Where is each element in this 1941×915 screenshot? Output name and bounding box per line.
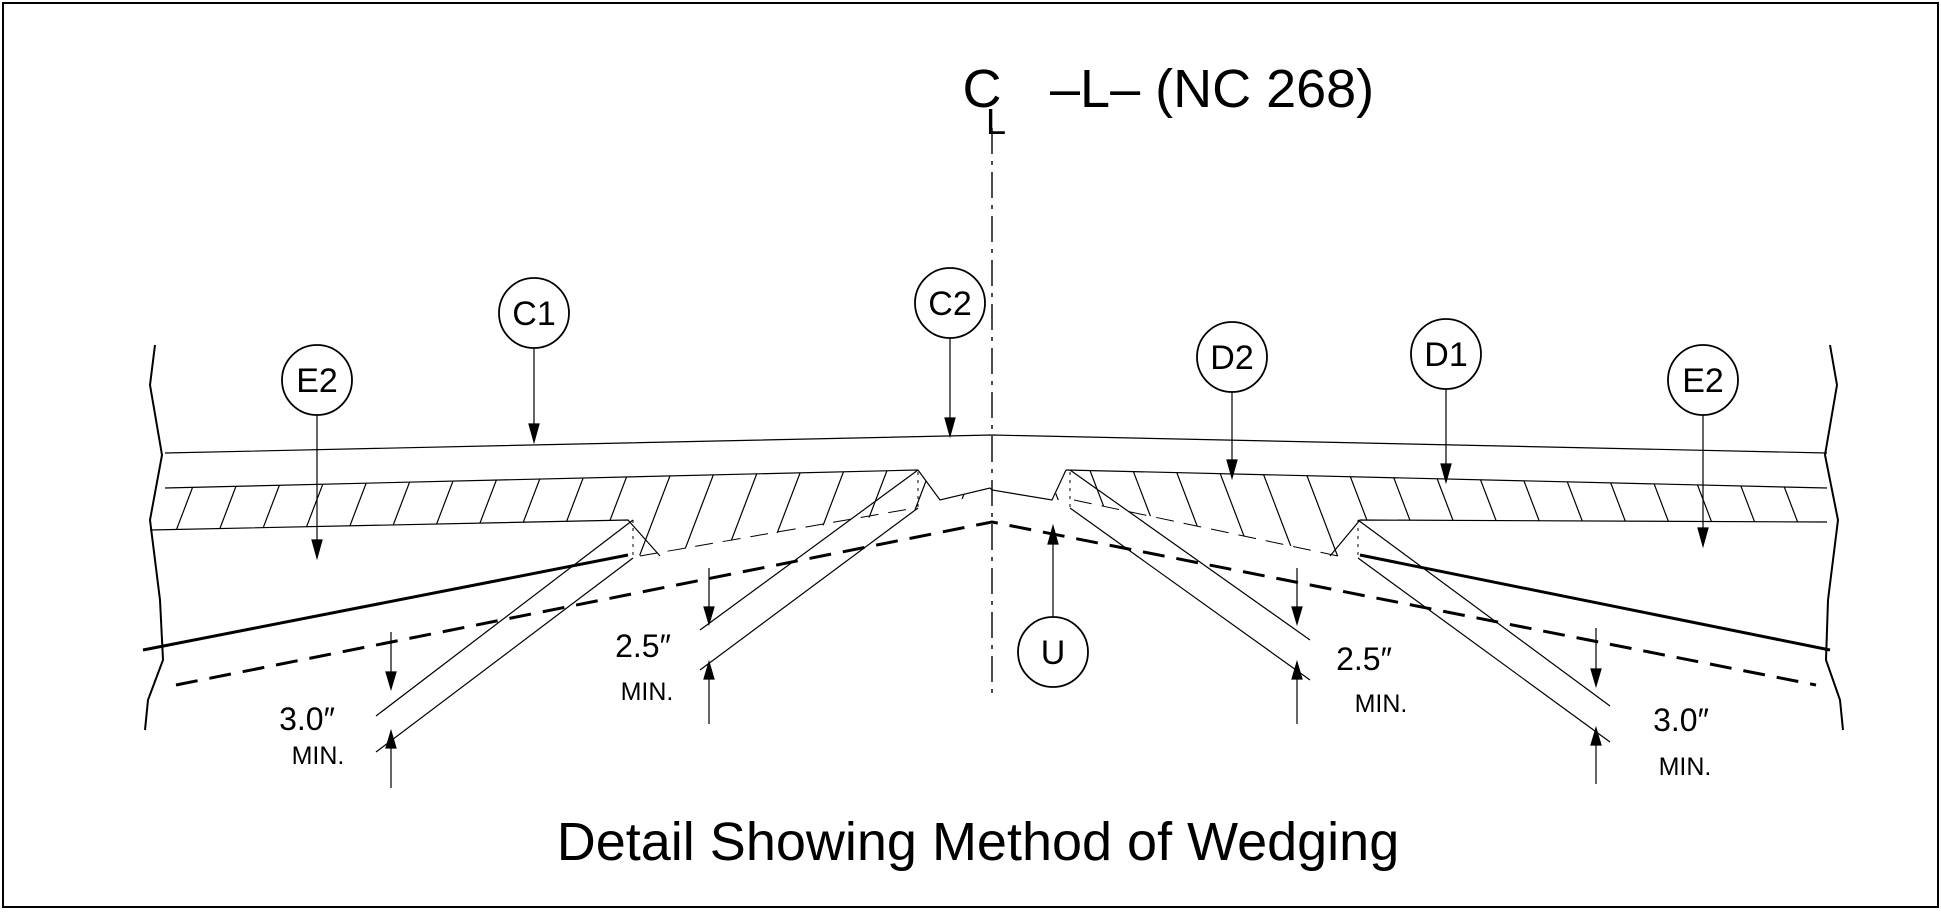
dim-left-outer-value: 3.0″ [279,701,335,737]
callout-d1: D1 [1410,318,1482,390]
dim-left-inner-note: MIN. [621,678,674,706]
hatch-line [291,470,333,556]
dim-left-inner-value: 2.5″ [615,628,671,664]
dim-right-inner-note: MIN. [1355,690,1408,718]
hatch-line [635,470,677,556]
hatch-line [979,470,992,556]
hatch-line [334,470,376,556]
hatch-line [1601,470,1643,556]
dim-left-outer-note: MIN. [292,742,345,770]
hatch-line [1085,470,1127,556]
milled-line [175,520,1817,687]
wedge-left-bottom [149,519,661,557]
callout-label: E2 [296,362,338,400]
callout-label: D2 [1210,339,1253,377]
hatch-line [420,470,462,556]
dim-right-inner-value: 2.5″ [1336,641,1392,677]
hatch-line [1000,460,1040,565]
hatch-line [1558,470,1600,556]
hatch-line [549,470,591,556]
hatch-line [506,470,548,556]
wedge-guide-right [1073,499,1339,557]
hatch-line [936,470,978,556]
hatch-line [248,470,290,556]
hatch-line [1687,470,1729,556]
hatch-line [1343,470,1385,556]
hatch-line [678,470,720,556]
hatch-line [162,470,204,556]
hatch-line [1773,470,1815,556]
callout-e2-right: E2 [1667,344,1739,416]
hatch-line [1515,470,1557,556]
finished-surface [164,434,1828,454]
hatch-line [1386,470,1428,556]
callout-c2: C2 [914,267,986,339]
hatch-line [377,470,419,556]
hatch-line [764,470,806,556]
callout-label: D1 [1424,336,1467,374]
dimension-arrows [385,568,1602,788]
callout-label: C2 [928,285,971,323]
hatch-line [1429,470,1471,556]
callout-leaders [311,338,1709,617]
hatch-line [592,470,634,556]
dim-right-outer-value: 3.0″ [1653,702,1709,738]
hatch-line [1730,470,1772,556]
layer-top-left [164,469,919,489]
centerline-symbol: C L [963,59,1007,142]
crown-notch [917,469,1067,501]
existing-surface-right [1359,553,1831,652]
existing-surface-left [142,553,629,652]
callout-d2: D2 [1196,321,1268,393]
route-label: –L– (NC 268) [1050,59,1374,119]
break-line-left [144,344,165,731]
hatch-line [1644,470,1686,556]
cl-glyph-l: L [986,101,1006,142]
cl-glyph-c: C [963,59,1002,119]
dim-right-outer-note: MIN. [1659,753,1712,781]
callout-c1: C1 [498,277,570,349]
hatch-line [807,470,849,556]
hatch-line [463,470,505,556]
wedge-guide-left [639,507,916,557]
hatch-line [1171,470,1213,556]
hatch-line [1300,470,1342,556]
hatch-line [721,470,763,556]
hatch-line [893,470,935,556]
hatch-left [150,470,992,556]
callout-label: C1 [512,295,555,333]
hatch-line [1472,470,1514,556]
detail-caption: Detail Showing Method of Wedging [557,812,1400,872]
callout-u: U [1017,616,1089,688]
hatch-line [205,470,247,556]
break-line-right [1823,344,1844,731]
callout-label: E2 [1682,362,1724,400]
callout-label: U [1041,634,1066,672]
hatch-line [1214,470,1256,556]
wedge-right-bottom [1329,519,1828,557]
callout-e2-left: E2 [281,344,353,416]
